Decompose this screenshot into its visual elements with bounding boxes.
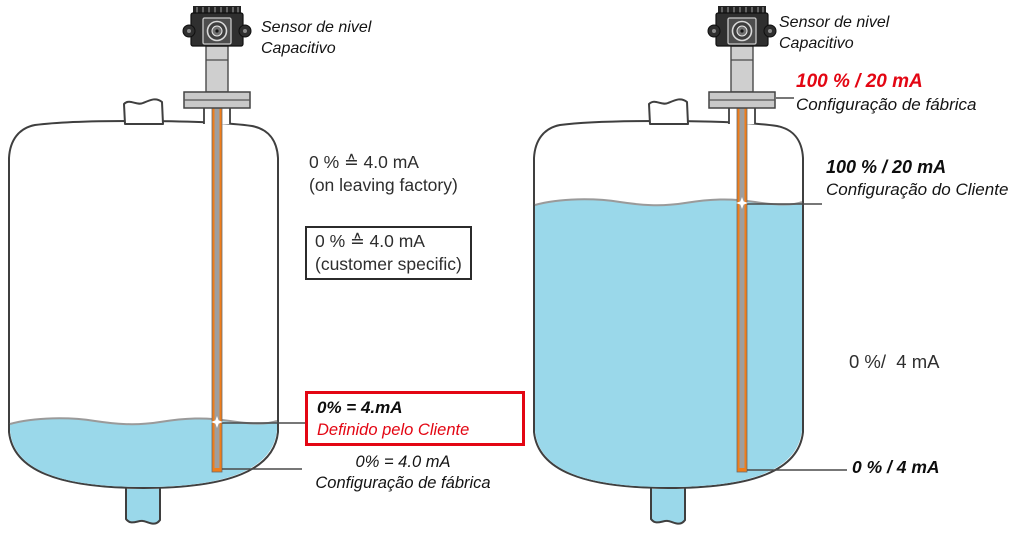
left-customer-en-value: 0 % ≙ 4.0 mA [315,231,425,251]
right-zero-percent-probe-end-label: 0 % / 4 mA [852,457,940,477]
left-level-star [211,416,223,428]
left-customer-setting-en-box: 0 % ≙ 4.0 mA (customer specific) [305,226,472,280]
left-factory-en-value: 0 % ≙ 4.0 mA [309,152,419,172]
left-customer-pt-value: 0% = 4.mA [317,398,403,417]
right-liquid [535,199,802,488]
right-customer-setting: 100 % / 20 mA Configuração do Cliente [826,155,1008,201]
right-sensor-title-line2: Capacitivo [779,35,854,52]
left-sensor-title-line1: Sensor de nivel [261,19,372,36]
right-factory-note: Configuração de fábrica [796,95,977,114]
right-customer-note: Configuração do Cliente [826,180,1009,199]
left-factory-pt-note: Configuração de fábrica [315,474,491,492]
right-customer-value: 100 % / 20 mA [826,157,947,177]
left-tank [8,5,306,525]
left-factory-pt-value: 0% = 4.0 mA [355,453,451,471]
right-sensor-title-line1: Sensor de nivel [779,14,890,31]
right-sensor-title: Sensor de nivel Capacitivo [779,12,889,54]
right-factory-setting: 100 % / 20 mA Configuração de fábrica [796,69,977,116]
left-sensor-title: Sensor de nivel Capacitivo [261,17,371,59]
right-level-star [736,197,748,209]
left-liquid [10,418,277,487]
right-zero-percent-label: 0 %/ 4 mA [849,351,940,372]
right-tank [533,5,847,525]
left-factory-en-note: (on leaving factory) [309,175,458,195]
left-customer-en-note: (customer specific) [315,254,462,274]
right-factory-value: 100 % / 20 mA [796,71,923,92]
left-customer-pt-note: Definido pelo Cliente [317,421,470,439]
left-factory-setting-pt: 0% = 4.0 mA Configuração de fábrica [303,452,503,494]
left-sensor-title-line2: Capacitivo [261,40,336,57]
left-customer-setting-pt-box: 0% = 4.mA Definido pelo Cliente [305,391,525,446]
left-factory-setting-en: 0 % ≙ 4.0 mA (on leaving factory) [309,151,458,197]
